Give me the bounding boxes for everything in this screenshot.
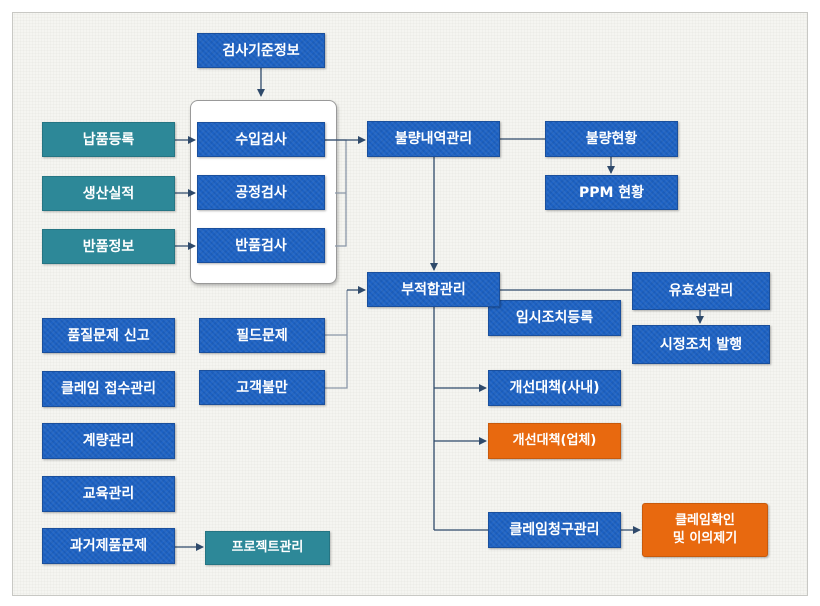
training-management-box: 교육관리	[42, 476, 175, 512]
nonconformity-box: 부적합관리	[367, 272, 500, 307]
claim-confirm-line-2: 및 이의제기	[672, 531, 738, 546]
claim-confirm-box: 클레임확인 및 이의제기	[642, 503, 768, 557]
process-inspection-box: 공정검사	[197, 175, 325, 210]
return-inspection-box: 반품검사	[197, 228, 325, 263]
field-issue-box: 필드문제	[199, 318, 325, 353]
ppm-status-box: PPM 현황	[545, 175, 678, 210]
inspection-standard-box: 검사기준정보	[197, 33, 325, 68]
gauge-management-box: 계량관리	[42, 423, 175, 459]
past-product-issue-box: 과거제품문제	[42, 528, 175, 564]
defect-status-box: 불량현황	[545, 121, 678, 157]
temp-action-box: 임시조치등록	[488, 300, 621, 336]
inspection-bracket	[325, 139, 347, 247]
quality-issue-report-box: 품질문제 신고	[42, 318, 175, 353]
customer-complaint-box: 고객불만	[199, 370, 325, 405]
defect-history-box: 불량내역관리	[367, 121, 500, 157]
improve-vendor-box: 개선대책(업체)	[488, 423, 621, 459]
project-management-box: 프로젝트관리	[205, 531, 330, 565]
improve-internal-box: 개선대책(사내)	[488, 370, 621, 406]
delivery-registration-box: 납품등록	[42, 122, 175, 157]
return-info-box: 반품정보	[42, 229, 175, 264]
corrective-issue-box: 시정조치 발행	[632, 325, 770, 364]
claim-confirm-line-1: 클레임확인	[675, 513, 735, 528]
incoming-inspection-box: 수입검사	[197, 122, 325, 157]
field-customer-connector	[325, 290, 348, 389]
claim-reception-box: 클레임 접수관리	[42, 371, 175, 407]
claim-request-box: 클레임청구관리	[488, 512, 621, 548]
production-result-box: 생산실적	[42, 176, 175, 211]
effectiveness-box: 유효성관리	[632, 272, 770, 310]
